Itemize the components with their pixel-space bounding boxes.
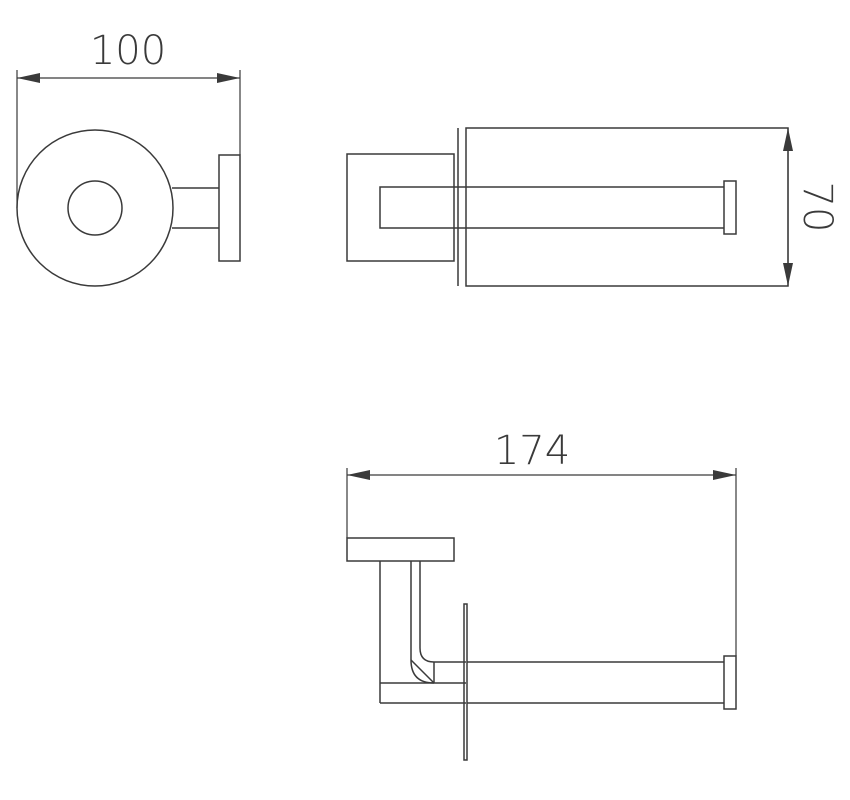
arrow-right-icon [217, 73, 240, 83]
spindle-cap [723, 180, 737, 235]
dimension-label-70: 70 [794, 182, 840, 233]
wall-plate [346, 153, 455, 262]
spindle-cap-side [723, 655, 737, 710]
side-view [346, 537, 737, 761]
top-plate [346, 537, 455, 562]
arrow-up-icon [783, 128, 793, 151]
top-view [346, 127, 789, 287]
spindle [458, 186, 724, 229]
arm-stub [172, 187, 219, 229]
arrow-right-bottom-icon [713, 470, 736, 480]
dimension-width-bottom: 174 [346, 428, 737, 656]
flap [463, 603, 468, 761]
arrow-down-icon [783, 263, 793, 286]
arm-inner-outer [410, 561, 435, 684]
rosette-circle [16, 129, 174, 287]
inner-circle [67, 180, 123, 236]
front-view [16, 129, 241, 287]
dimension-label-174: 174 [494, 428, 570, 474]
arrow-left-icon [17, 73, 40, 83]
bracket-outline [379, 186, 458, 229]
dimension-width-top: 100 [16, 28, 241, 208]
end-cap [218, 154, 241, 262]
dimension-height-side: 70 [783, 128, 840, 286]
dimension-label-100: 100 [90, 28, 166, 74]
arm-inner [419, 561, 466, 663]
roll-body [465, 127, 789, 287]
spindle-side [467, 661, 724, 704]
arm-bend [410, 659, 435, 684]
arrow-left-bottom-icon [347, 470, 370, 480]
